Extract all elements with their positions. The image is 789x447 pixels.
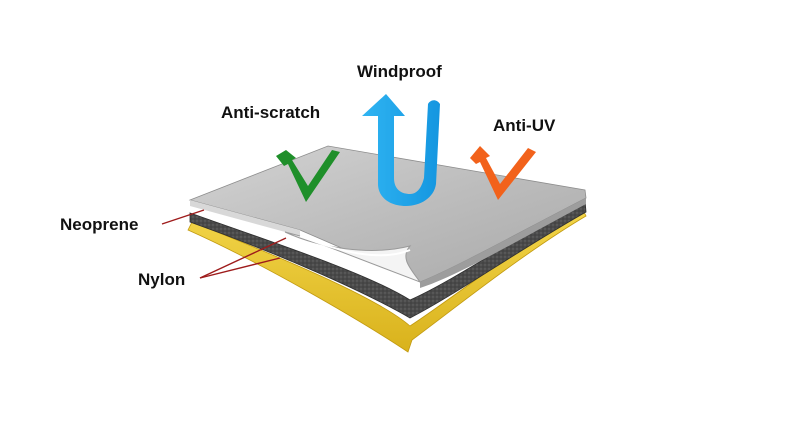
u-turn-arrow-icon — [362, 94, 440, 206]
neoprene-leader-line — [161, 209, 205, 225]
peeled-corner-shadow — [299, 235, 411, 257]
anti-uv-label: Anti-UV — [493, 116, 556, 135]
top-nylon-layer — [188, 145, 587, 283]
windproof-label: Windproof — [357, 62, 442, 81]
neoprene-label: Neoprene — [60, 215, 139, 234]
leader-lines — [161, 209, 287, 279]
top-layer-right-edge — [420, 198, 586, 288]
bottom-nylon-layer — [187, 207, 587, 353]
nylon-leader-line-bottom — [199, 257, 281, 279]
anti-scratch-label: Anti-scratch — [221, 103, 321, 122]
nylon-leader-line-top — [199, 237, 287, 279]
anti-uv-check-icon — [470, 146, 536, 200]
anti-scratch-check-icon — [276, 150, 340, 202]
nylon-label: Nylon — [138, 270, 186, 289]
neoprene-layer — [189, 199, 587, 319]
top-layer-front-edge — [190, 200, 300, 236]
